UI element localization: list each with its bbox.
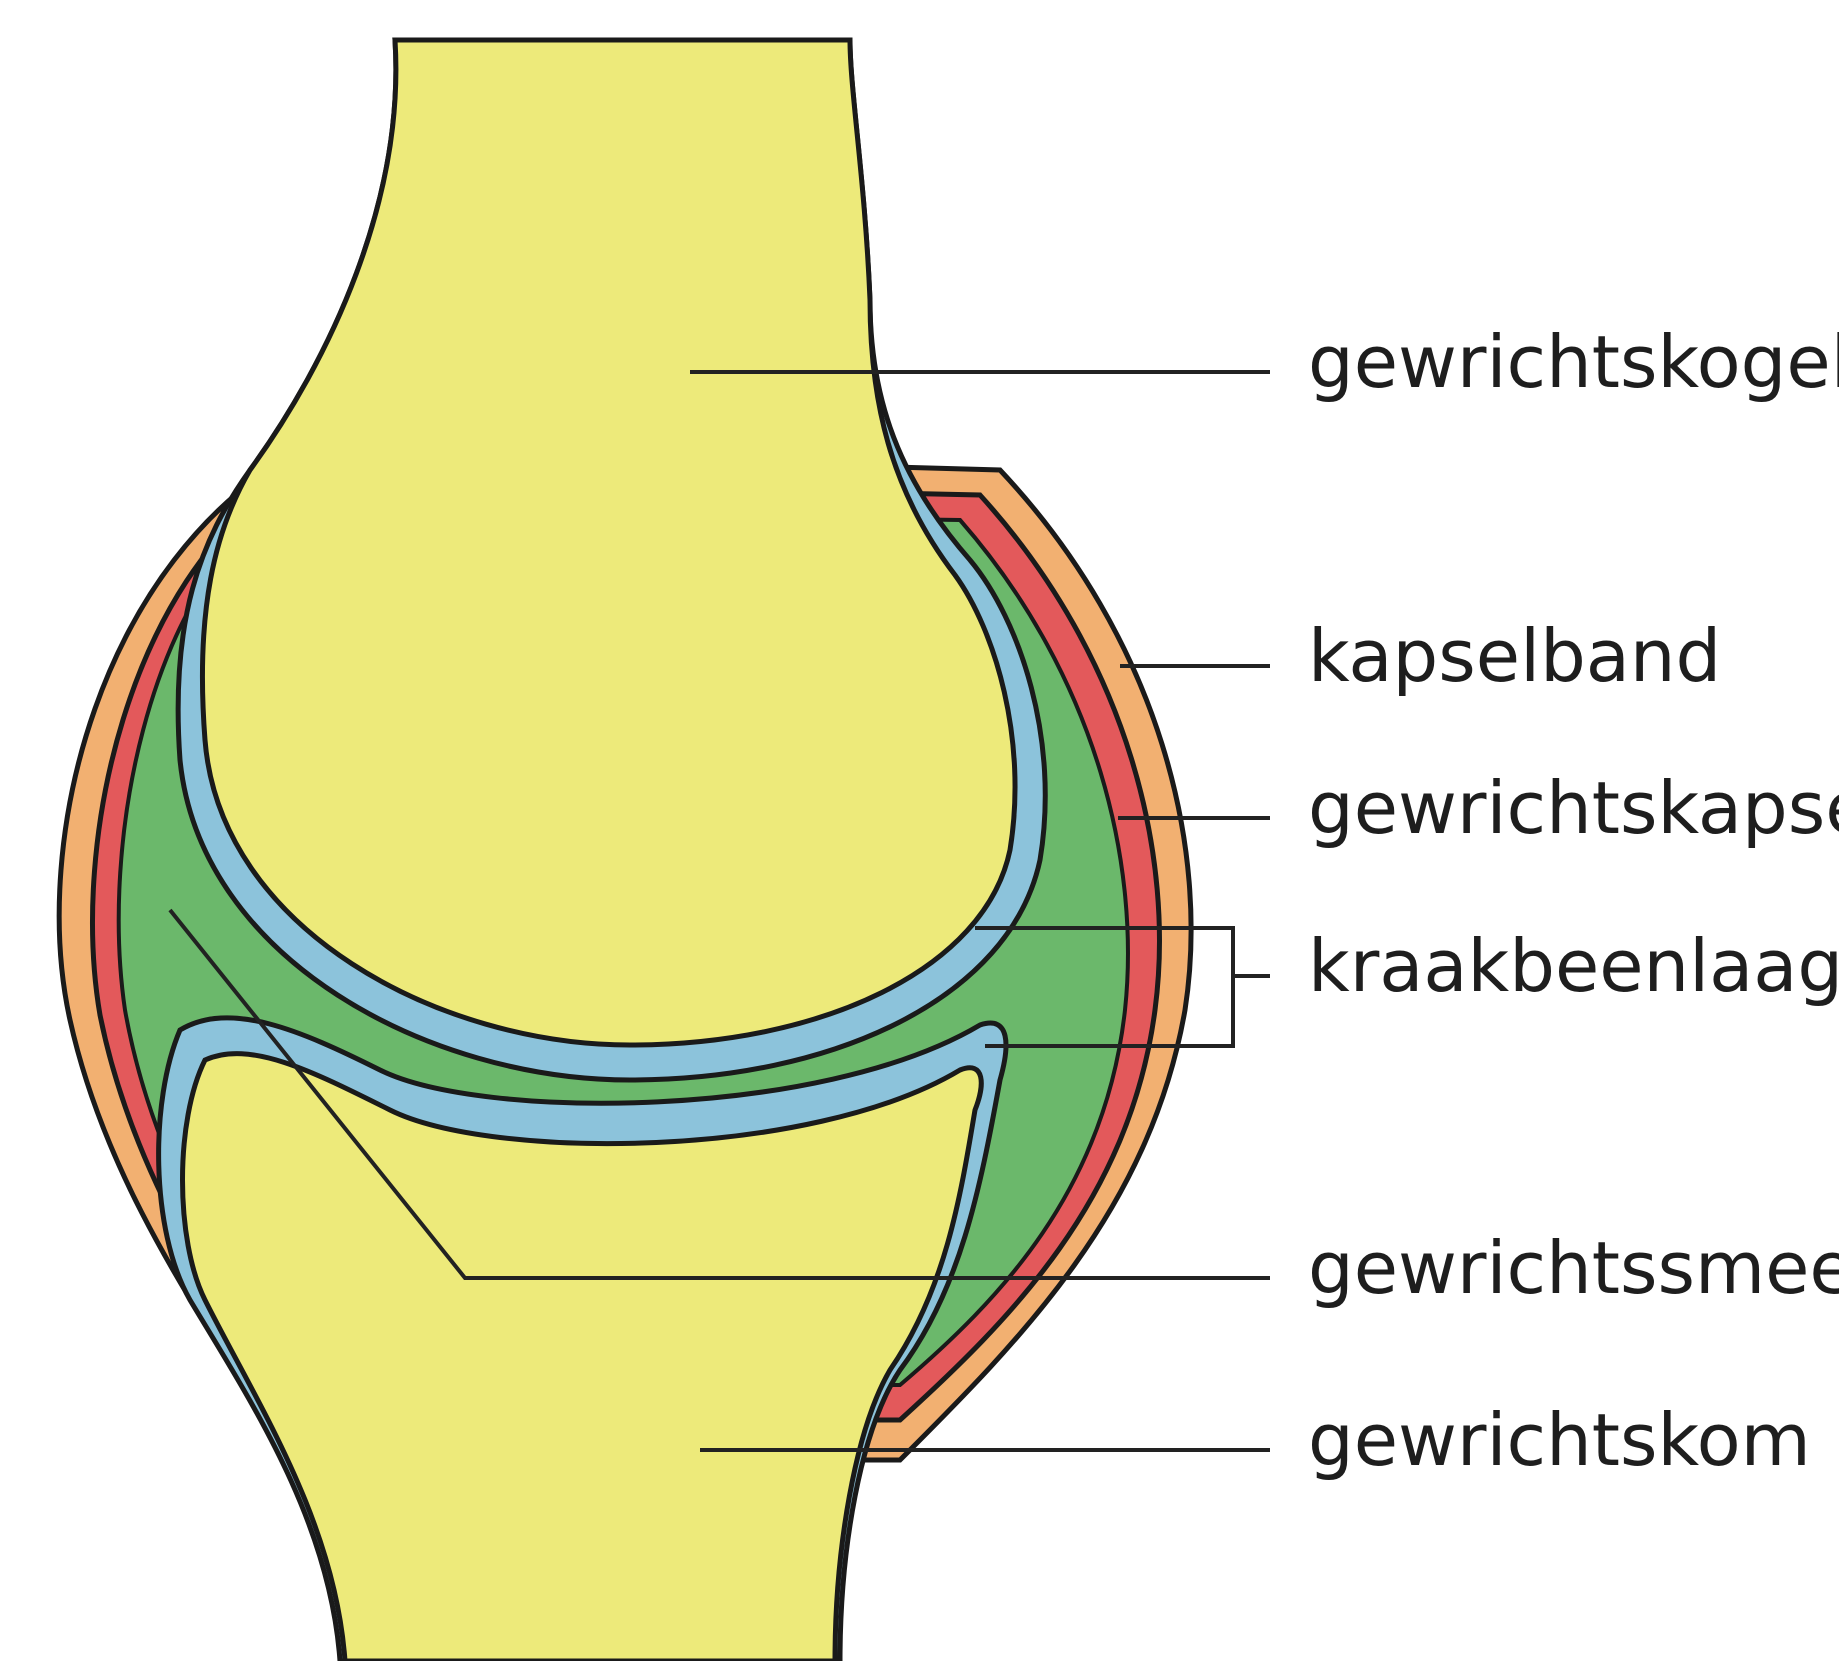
- label-kapselband: kapselband: [1308, 620, 1721, 692]
- label-gewrichtskom: gewrichtskom: [1308, 1404, 1811, 1476]
- lower-bone: [183, 1054, 982, 1661]
- label-kraakbeenlaagje: kraakbeenlaagje: [1308, 930, 1839, 1002]
- label-gewrichtskapsel: gewrichtskapsel: [1308, 772, 1839, 844]
- label-gewrichtskogel: gewrichtskogel: [1308, 326, 1839, 398]
- label-gewrichtssmeer: gewrichtssmeer: [1308, 1232, 1839, 1304]
- upper-bone: [202, 40, 1015, 1045]
